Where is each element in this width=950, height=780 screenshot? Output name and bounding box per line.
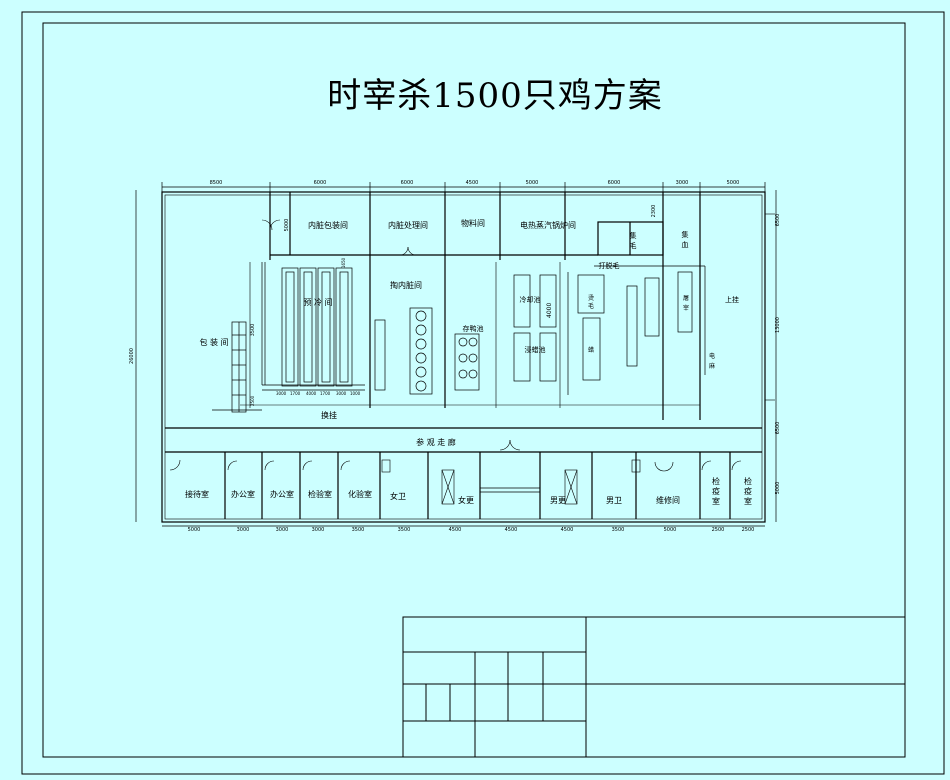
dim-bottom-11: 5000	[664, 527, 677, 533]
dim-bottom-12: 2500	[712, 527, 725, 533]
bottom-dimensions: 5000 3000 3000 3000 3500 3500 4500 4500 …	[188, 527, 755, 533]
dim-left: 26000	[129, 348, 135, 364]
room-blood-a: 集	[682, 230, 689, 239]
label-store-duck: 存鸭池	[463, 324, 484, 333]
room-corridor: 参 观 走 廊	[416, 437, 456, 447]
dim-bottom-6: 3500	[398, 527, 411, 533]
label-kill-a: 屠	[683, 295, 689, 302]
doors	[169, 213, 775, 472]
precool-dim-4: 1700	[320, 391, 331, 396]
dim-bottom-8: 4500	[505, 527, 518, 533]
label-wax-tank: 浸蜡池	[525, 345, 546, 354]
room-material: 物料间	[461, 218, 485, 228]
precool-dimensions: 3000 1700 4000 1700 3000 1000	[276, 391, 361, 396]
dim-top-5: 5000	[526, 180, 539, 186]
room-packing: 包 装 间	[199, 337, 228, 347]
dim-bottom-7: 4500	[449, 527, 462, 533]
label-precool-length: 1650	[341, 257, 346, 268]
precool-dim-3: 4000	[306, 391, 317, 396]
room-ladies-wc: 女卫	[390, 491, 406, 501]
precool-dim-5: 3000	[336, 391, 347, 396]
dim-bottom-1: 5000	[188, 527, 201, 533]
label-wax: 蜡	[588, 346, 594, 354]
label-elec-b: 麻	[709, 362, 715, 370]
precool-dim-2: 1700	[290, 391, 301, 396]
room-organ-proc: 内脏处理间	[388, 220, 428, 230]
room-precool: 预 冷 间	[303, 297, 332, 307]
tanks-right	[513, 265, 706, 395]
dim-right-bottom: 5000	[775, 482, 781, 495]
label-scald-a: 烫	[588, 294, 594, 302]
dim-bottom-4: 3000	[312, 527, 325, 533]
room-quarantine-2c: 室	[744, 496, 752, 506]
top-dimensions: 8500 6000 6000 4500 5000 6000 3000 5000	[210, 180, 740, 186]
dim-bottom-13: 2500	[742, 527, 755, 533]
precool-dim-1: 3000	[276, 391, 287, 396]
room-boiler: 电热蒸汽锅炉间	[520, 220, 576, 230]
dim-right-mid: 13000	[775, 317, 781, 333]
room-inspection: 检验室	[308, 489, 332, 499]
room-quarantine-2a: 检	[744, 476, 752, 486]
precool-dim-6: 1000	[350, 391, 361, 396]
room-feather-a: 集	[630, 231, 637, 240]
dim-inner-left: 5000	[284, 219, 290, 232]
label-conveyor-length: 2500	[250, 395, 255, 406]
room-labels: 内脏包装间 内脏处理间 物料间 电热蒸汽锅炉间 集 毛 集 血 掏内脏间 包 装…	[185, 218, 752, 506]
dim-top-2: 6000	[314, 180, 327, 186]
dim-top-1: 8500	[210, 180, 223, 186]
label-kill-b: 宰	[683, 304, 689, 312]
label-hang: 上挂	[725, 295, 739, 304]
room-feather-b: 毛	[630, 241, 637, 250]
room-quarantine-2b: 疫	[744, 486, 752, 496]
room-organ-pack: 内脏包装间	[308, 220, 348, 230]
change-room-lockers	[381, 459, 641, 505]
dim-top-3: 6000	[401, 180, 414, 186]
dim-inner-mid: 3500	[250, 324, 256, 337]
dim-feather: 2300	[651, 205, 657, 218]
outer-border	[21, 11, 945, 775]
dim-bottom-9: 4500	[561, 527, 574, 533]
room-office-2: 办公室	[270, 489, 294, 499]
room-quarantine-1a: 检	[712, 476, 720, 486]
label-elec-a: 电	[709, 352, 715, 360]
label-scald-b: 毛	[588, 302, 594, 310]
room-quarantine-1c: 室	[712, 496, 720, 506]
dim-top-7: 3000	[676, 180, 689, 186]
title-block	[402, 616, 906, 758]
dim-bottom-10: 3500	[612, 527, 625, 533]
room-office-1: 办公室	[231, 489, 255, 499]
packing-conveyor	[212, 321, 262, 413]
room-evisceration: 掏内脏间	[390, 280, 422, 290]
room-reception: 接待室	[185, 489, 209, 499]
dim-bottom-5: 3500	[352, 527, 365, 533]
precool-tanks	[261, 262, 365, 391]
dim-top-4: 4500	[466, 180, 479, 186]
dim-top-8: 5000	[727, 180, 740, 186]
dim-right-top: 6500	[775, 214, 781, 227]
label-plucking: 打脱毛	[599, 261, 620, 270]
dim-top-6: 6000	[608, 180, 621, 186]
dim-right-lower: 6500	[775, 422, 781, 435]
room-ladies-change: 女更	[458, 495, 474, 505]
room-repair: 维修间	[656, 495, 680, 505]
building-walls	[161, 191, 766, 523]
dim-bottom-2: 3000	[237, 527, 250, 533]
side-dimensions: 26000 6500 13000 6500 5000 5000 3500 230…	[129, 205, 781, 495]
room-quarantine-1b: 疫	[712, 486, 720, 496]
room-mens-wc: 男卫	[606, 496, 622, 505]
room-blood-b: 血	[682, 240, 689, 249]
room-chem-lab: 化验室	[348, 489, 372, 499]
label-hook-change: 换挂	[321, 410, 337, 420]
label-cool-tank: 冷却池	[520, 295, 541, 304]
dim-bottom-3: 3000	[276, 527, 289, 533]
evisceration-line	[374, 307, 480, 395]
room-mens-change: 男更	[550, 496, 566, 505]
drawing-title: 时宰杀1500只鸡方案	[327, 76, 663, 116]
dimension-lines	[135, 182, 777, 527]
label-tank-length: 4000	[546, 303, 553, 318]
